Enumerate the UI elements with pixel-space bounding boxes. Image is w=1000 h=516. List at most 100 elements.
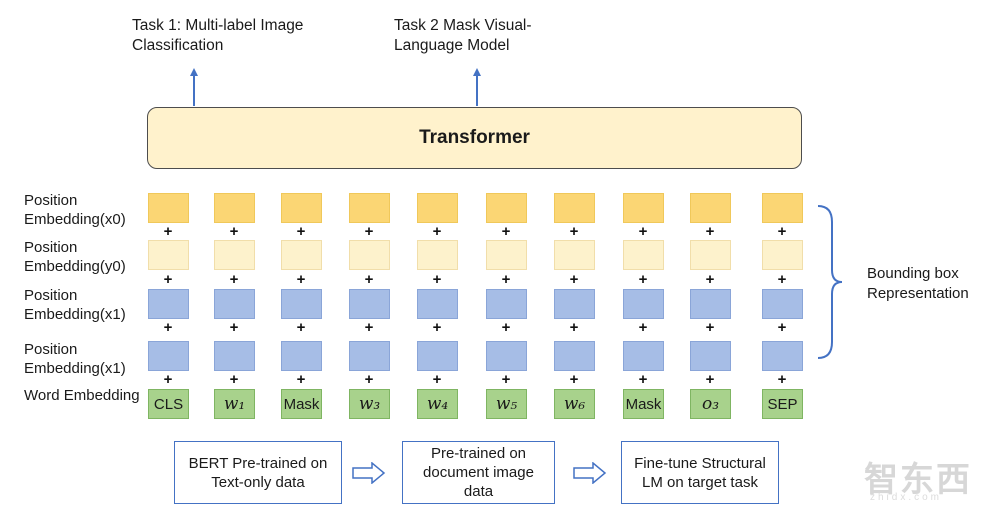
plus-sign: + (569, 271, 579, 288)
cell-position-y0 (486, 240, 527, 270)
plus-sign: + (432, 223, 442, 240)
cell-position-x0 (349, 193, 390, 223)
plus-sign: + (638, 371, 648, 388)
cell-position-x1 (281, 289, 322, 319)
word-token: Mask (623, 389, 664, 419)
plus-sign: + (296, 371, 306, 388)
plus-sign: + (163, 223, 173, 240)
plus-sign: + (501, 271, 511, 288)
row-label-word: Word Embedding (24, 387, 140, 404)
cell-position-y0 (214, 240, 255, 270)
cell-position-y0 (690, 240, 731, 270)
cell-position-y0 (281, 240, 322, 270)
cell-position-x0 (148, 193, 189, 223)
plus-sign: + (229, 223, 239, 240)
cell-position-x1 (554, 289, 595, 319)
word-token: o₃ (690, 389, 731, 419)
task1-label: Task 1: Multi-label Image Classification (132, 17, 304, 54)
stage-finetune-label: Fine-tune Structural LM on target task (634, 454, 766, 491)
cell-position-x1 (623, 289, 664, 319)
plus-sign: + (364, 319, 374, 336)
cell-position-x0 (623, 193, 664, 223)
cell-position-y0 (623, 240, 664, 270)
transformer-label: Transformer (419, 127, 530, 148)
cell-position-x1 (214, 289, 255, 319)
cell-position-x0 (554, 193, 595, 223)
plus-sign: + (229, 319, 239, 336)
plus-sign: + (296, 271, 306, 288)
cell-position-y0 (762, 240, 803, 270)
plus-sign: + (501, 223, 511, 240)
plus-sign: + (777, 271, 787, 288)
watermark-logo: 智东西 (864, 461, 972, 499)
plus-sign: + (163, 319, 173, 336)
stage-document-pretrained-label: Pre-trained on document image data (423, 445, 534, 500)
row-label-position-y0: Position Embedding(y0) (24, 239, 126, 275)
plus-sign: + (777, 371, 787, 388)
cell-position-x1b (486, 341, 527, 371)
cell-position-x1 (762, 289, 803, 319)
plus-sign: + (364, 371, 374, 388)
cell-position-x1b (690, 341, 731, 371)
stage-finetune: Fine-tune Structural LM on target task (621, 441, 779, 504)
cell-position-x1 (486, 289, 527, 319)
cell-position-x1 (349, 289, 390, 319)
plus-sign: + (569, 319, 579, 336)
word-token: w₃ (349, 389, 390, 419)
plus-sign: + (569, 371, 579, 388)
row-label-position-x1: Position Embedding(x1) (24, 287, 126, 323)
plus-sign: + (364, 271, 374, 288)
plus-sign: + (777, 319, 787, 336)
transformer-block: Transformer (147, 107, 802, 169)
cell-position-x1b (281, 341, 322, 371)
cell-position-x1b (623, 341, 664, 371)
plus-sign: + (163, 271, 173, 288)
cell-position-x1b (554, 341, 595, 371)
plus-sign: + (296, 223, 306, 240)
plus-sign: + (229, 271, 239, 288)
plus-sign: + (229, 371, 239, 388)
cell-position-x0 (417, 193, 458, 223)
plus-sign: + (501, 319, 511, 336)
cell-position-x0 (690, 193, 731, 223)
plus-sign: + (777, 223, 787, 240)
plus-sign: + (638, 223, 648, 240)
stage-bert-pretrained-label: BERT Pre-trained on Text-only data (188, 454, 328, 491)
plus-sign: + (432, 371, 442, 388)
cell-position-x0 (281, 193, 322, 223)
plus-sign: + (163, 371, 173, 388)
plus-sign: + (638, 271, 648, 288)
cell-position-x1b (762, 341, 803, 371)
cell-position-x1b (417, 341, 458, 371)
plus-sign: + (705, 319, 715, 336)
word-token: w₅ (486, 389, 527, 419)
cell-position-x1 (690, 289, 731, 319)
plus-sign: + (705, 271, 715, 288)
cell-position-x1b (349, 341, 390, 371)
plus-sign: + (432, 319, 442, 336)
bounding-box-label: Bounding box Representation (867, 265, 969, 302)
word-token: w₄ (417, 389, 458, 419)
plus-sign: + (501, 371, 511, 388)
cell-position-x1 (148, 289, 189, 319)
cell-position-x0 (762, 193, 803, 223)
plus-sign: + (705, 223, 715, 240)
plus-sign: + (364, 223, 374, 240)
stage-document-pretrained: Pre-trained on document image data (402, 441, 555, 504)
cell-position-y0 (417, 240, 458, 270)
pipeline-arrow-1-icon (352, 462, 386, 484)
plus-sign: + (432, 271, 442, 288)
row-label-position-x1-second: Position Embedding(x1) (24, 341, 126, 377)
word-token: SEP (762, 389, 803, 419)
pipeline-arrow-2-icon (573, 462, 607, 484)
stage-bert-pretrained: BERT Pre-trained on Text-only data (174, 441, 342, 504)
cell-position-x1 (417, 289, 458, 319)
cell-position-x0 (486, 193, 527, 223)
row-label-position-x0: Position Embedding(x0) (24, 192, 126, 228)
word-token: CLS (148, 389, 189, 419)
cell-position-x1b (214, 341, 255, 371)
cell-position-y0 (349, 240, 390, 270)
cell-position-y0 (148, 240, 189, 270)
plus-sign: + (296, 319, 306, 336)
cell-position-x0 (214, 193, 255, 223)
